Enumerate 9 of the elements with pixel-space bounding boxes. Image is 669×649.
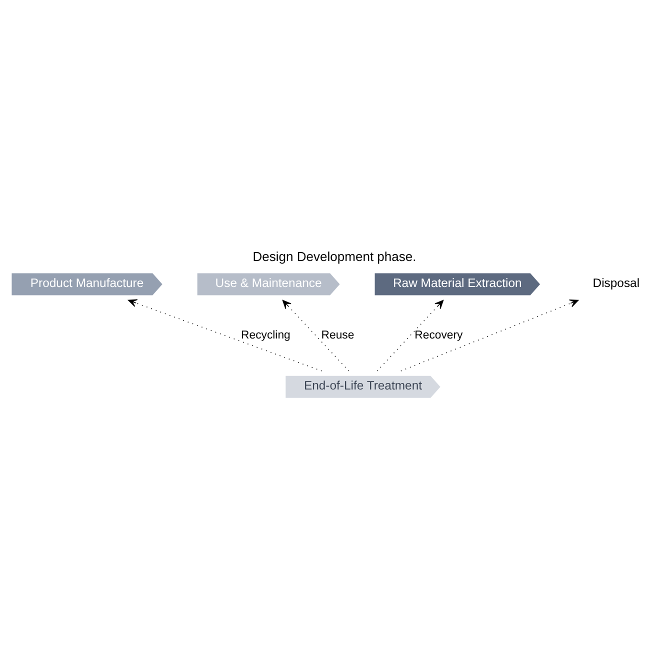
arrow xyxy=(400,298,579,371)
edge-label: Recycling xyxy=(241,329,290,342)
edge-label: Reuse xyxy=(321,329,354,342)
arrow xyxy=(282,299,350,371)
node-text: Disposal xyxy=(592,276,640,290)
arrow xyxy=(376,299,444,371)
diagram-title: Design Development phase. xyxy=(252,248,416,264)
edge-label: Recovery xyxy=(414,329,463,342)
arrow xyxy=(128,298,322,371)
